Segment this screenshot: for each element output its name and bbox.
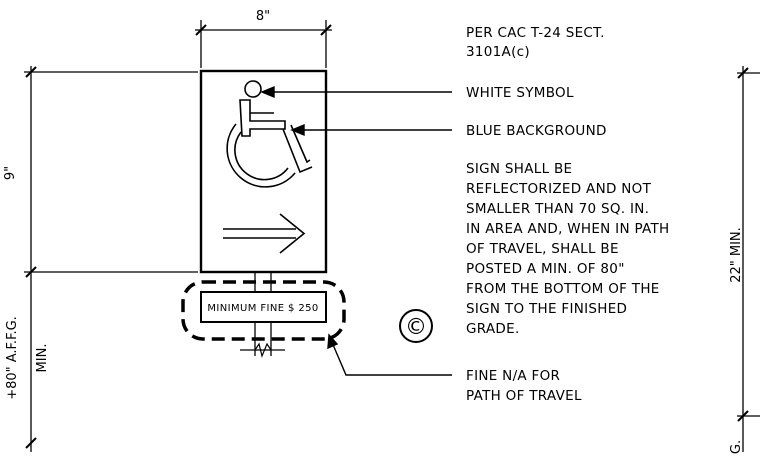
right-ground-label: G. <box>729 440 744 454</box>
blue-background-note: BLUE BACKGROUND <box>466 123 607 139</box>
requirements-line: REFLECTORIZED AND NOT <box>466 181 652 197</box>
fine-plate-text: MINIMUM FINE $ 250 <box>207 303 318 314</box>
copyright-icon: © <box>399 309 433 343</box>
fine-note-line2: PATH OF TRAVEL <box>466 388 582 404</box>
white-symbol-leader <box>260 85 452 99</box>
arrow-right-icon <box>223 213 306 254</box>
reference-note-line1: PER CAC T-24 SECT. <box>466 25 605 41</box>
blue-background-leader <box>290 123 452 137</box>
requirements-line: FROM THE BOTTOM OF THE <box>466 281 660 297</box>
right-height-label: 22" MIN. <box>729 227 744 283</box>
requirements-line: SMALLER THAN 70 SQ. IN. <box>466 201 649 217</box>
width-dimension <box>195 20 332 68</box>
width-dimension-label: 8" <box>256 9 270 24</box>
right-height-dimension <box>737 66 760 452</box>
fine-callout-outline <box>181 280 346 341</box>
reference-note-line2: 3101A(c) <box>466 44 530 60</box>
requirements-line: POSTED A MIN. OF 80" <box>466 261 625 277</box>
mount-height-label-line2: MIN. <box>35 344 50 373</box>
height-dimension-label: 9" <box>3 166 18 180</box>
height-dimension <box>24 66 198 452</box>
fine-note-line1: FINE N/A FOR <box>466 368 560 384</box>
requirements-line: GRADE. <box>466 321 520 337</box>
mount-height-dimension <box>25 437 37 449</box>
fine-note-leader <box>327 333 452 376</box>
mount-height-label-line1: +80" A.F.F.G. <box>5 316 20 400</box>
white-symbol-note: WHITE SYMBOL <box>466 85 574 101</box>
requirements-line: OF TRAVEL, SHALL BE <box>466 241 619 257</box>
requirements-note: SIGN SHALL BE REFLECTORIZED AND NOT SMAL… <box>466 161 670 337</box>
requirements-line: IN AREA AND, WHEN IN PATH <box>466 221 670 237</box>
copyright-glyph: © <box>405 315 427 340</box>
requirements-line: SIGN TO THE FINISHED <box>466 301 627 317</box>
fine-plate <box>200 291 327 323</box>
wheelchair-symbol-icon <box>226 80 313 188</box>
requirements-line: SIGN SHALL BE <box>466 161 572 177</box>
sign-panel <box>199 69 328 274</box>
